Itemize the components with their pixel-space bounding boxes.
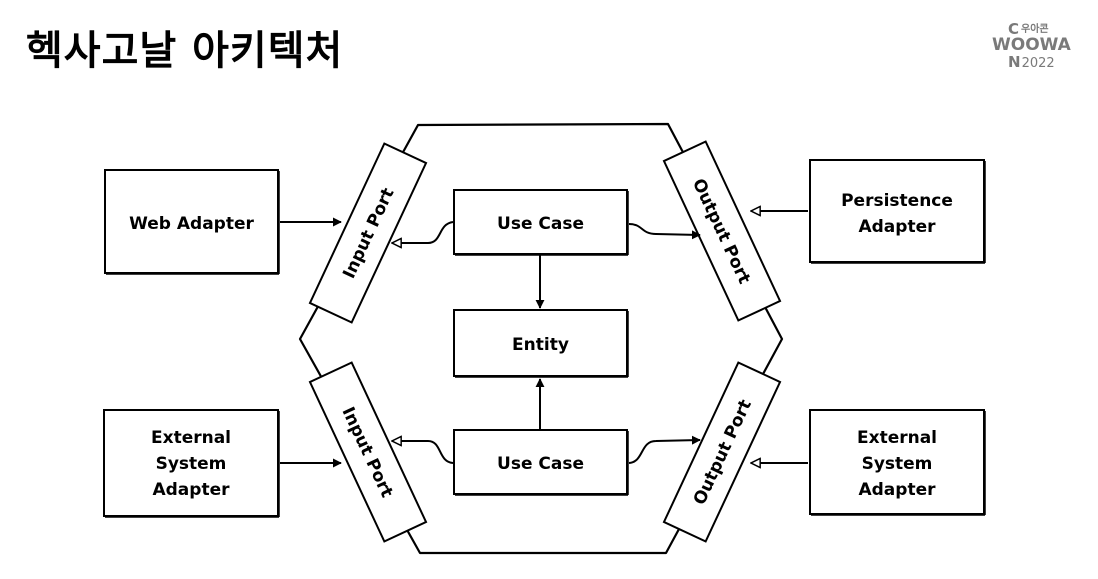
use-case-top-box: Use Case: [453, 189, 629, 256]
use-case-bottom-box: Use Case: [453, 429, 629, 496]
input-port-top: Input Port: [308, 142, 428, 324]
external-right-line3: Adapter: [858, 480, 936, 500]
arrow-use-case-top-to-input-port: [392, 221, 454, 243]
entity-box: Entity: [453, 309, 629, 378]
arrow-use-case-bottom-to-output-port: [628, 435, 701, 464]
persistence-adapter-box: Persistence Adapter: [809, 159, 986, 264]
output-port-bottom: Output Port: [662, 361, 782, 543]
arrow-use-case-bottom-to-input-port: [392, 441, 454, 464]
entity-label: Entity: [512, 335, 569, 355]
external-left-line1: External: [151, 428, 231, 448]
web-adapter-label: Web Adapter: [129, 214, 254, 234]
logo-year: 2022: [1021, 56, 1055, 71]
external-left-line2: System: [156, 454, 227, 474]
output-port-top: Output Port: [662, 140, 782, 322]
persistence-line2: Adapter: [858, 217, 936, 237]
hexagon-boundary: [298, 122, 784, 555]
use-case-top-label: Use Case: [497, 214, 584, 234]
persistence-line1: Persistence: [841, 191, 953, 211]
logo-letter-n: N: [1008, 53, 1021, 71]
external-right-line2: System: [862, 454, 933, 474]
use-case-bottom-label: Use Case: [497, 454, 584, 474]
logo-korean-text: 우아콘: [1021, 24, 1049, 35]
external-right-line1: External: [857, 428, 937, 448]
input-port-bottom: Input Port: [308, 361, 428, 543]
external-left-line3: Adapter: [152, 480, 230, 500]
page-title: 헥사고날 아키텍처: [26, 28, 344, 74]
arrow-use-case-top-to-output-port: [628, 223, 701, 240]
logo-letter-c: C: [1008, 20, 1020, 38]
web-adapter-box: Web Adapter: [104, 169, 280, 275]
external-system-adapter-right-box: External System Adapter: [809, 409, 986, 516]
logo-woowa-text: WOOWA: [992, 35, 1071, 55]
external-system-adapter-left-box: External System Adapter: [103, 409, 280, 518]
